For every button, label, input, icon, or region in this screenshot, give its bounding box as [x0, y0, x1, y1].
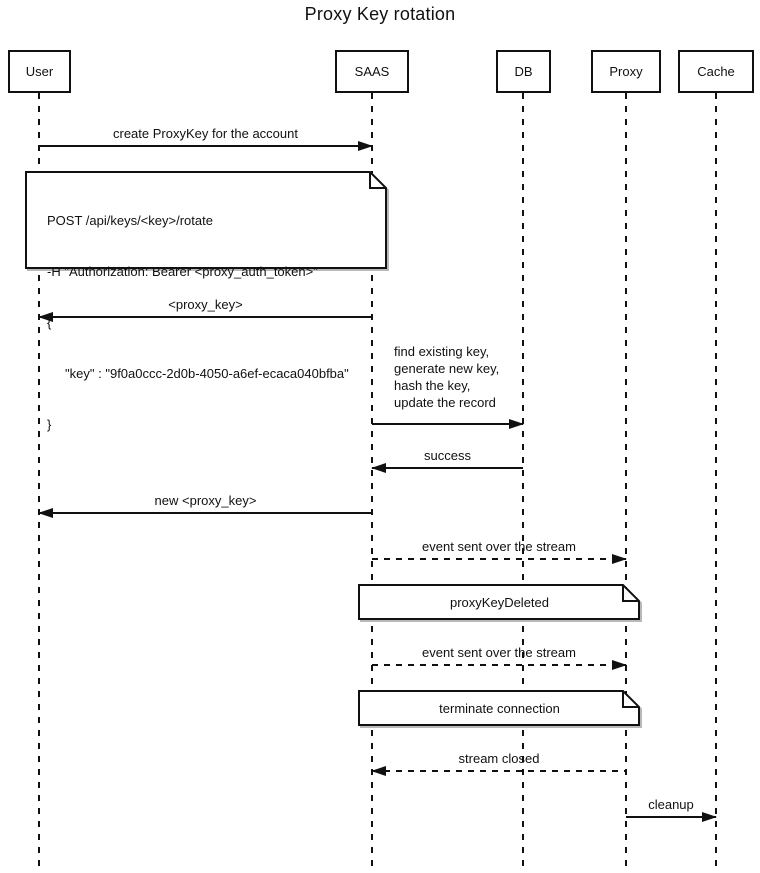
lifeline-proxy [625, 93, 627, 873]
actor-label-saas: SAAS [354, 64, 390, 79]
message-line [626, 816, 716, 818]
message-label: <proxy_key> [168, 297, 243, 312]
arrowhead-right-icon [702, 812, 717, 822]
message-success: success [371, 448, 523, 473]
note-text: POST /api/keys/<key>/rotate -H "Authoriz… [47, 213, 349, 432]
message-new-proxy-key: new <proxy_key> [38, 493, 372, 518]
note-text: proxyKeyDeleted [450, 595, 549, 610]
message-cleanup: cleanup [626, 797, 717, 822]
note-text: terminate connection [439, 701, 560, 716]
arrowhead-right-icon [509, 419, 524, 429]
message-line [39, 145, 372, 147]
note-proxykey-deleted: proxyKeyDeleted [358, 584, 641, 621]
message-update-record [372, 419, 524, 429]
note-shape [358, 690, 640, 726]
actor-label-cache: Cache [697, 64, 735, 79]
actor-label-proxy: Proxy [609, 64, 643, 79]
note-shape [25, 171, 387, 269]
message-line [39, 512, 372, 514]
message-label: new <proxy_key> [154, 493, 257, 508]
message-line [372, 770, 626, 772]
actor-box-proxy: Proxy [591, 50, 661, 93]
lifeline-saas [371, 93, 373, 873]
message-label: create ProxyKey for the account [113, 126, 298, 141]
message-line [372, 423, 523, 425]
diagram-title: Proxy Key rotation [304, 4, 456, 24]
message-line [372, 467, 523, 469]
actor-label-user: User [25, 64, 54, 79]
actor-label-db: DB [514, 64, 533, 79]
message-label-db-update: find existing key, generate new key, has… [394, 344, 500, 410]
lifeline-user [38, 93, 40, 873]
message-stream-closed: stream closed [371, 751, 626, 776]
arrowhead-right-icon [358, 141, 373, 151]
actor-box-cache: Cache [678, 50, 754, 93]
message-label: success [424, 448, 471, 463]
message-event-stream-2: event sent over the stream [372, 645, 627, 670]
arrowhead-left-icon [38, 508, 53, 518]
message-line [39, 316, 372, 318]
message-line [372, 558, 626, 560]
lifeline-db [522, 93, 524, 873]
message-proxy-key: <proxy_key> [38, 297, 372, 322]
note-terminate-connection: terminate connection [358, 690, 641, 727]
arrowhead-right-icon [612, 554, 627, 564]
message-label: event sent over the stream [422, 539, 576, 554]
arrowhead-left-icon [371, 463, 386, 473]
note-shape [358, 584, 640, 620]
lifeline-cache [715, 93, 717, 873]
actor-box-saas: SAAS [335, 50, 409, 93]
arrowhead-left-icon [371, 766, 386, 776]
actor-box-user: User [8, 50, 71, 93]
message-label: stream closed [458, 751, 540, 766]
message-label: event sent over the stream [422, 645, 576, 660]
message-line [372, 664, 626, 666]
note-post-request: POST /api/keys/<key>/rotate -H "Authoriz… [25, 171, 388, 432]
arrowhead-right-icon [612, 660, 627, 670]
arrowhead-left-icon [38, 312, 53, 322]
message-create-proxykey: create ProxyKey for the account [39, 126, 373, 151]
actor-box-db: DB [496, 50, 551, 93]
message-label: cleanup [648, 797, 694, 812]
message-event-stream-1: event sent over the stream [372, 539, 627, 564]
